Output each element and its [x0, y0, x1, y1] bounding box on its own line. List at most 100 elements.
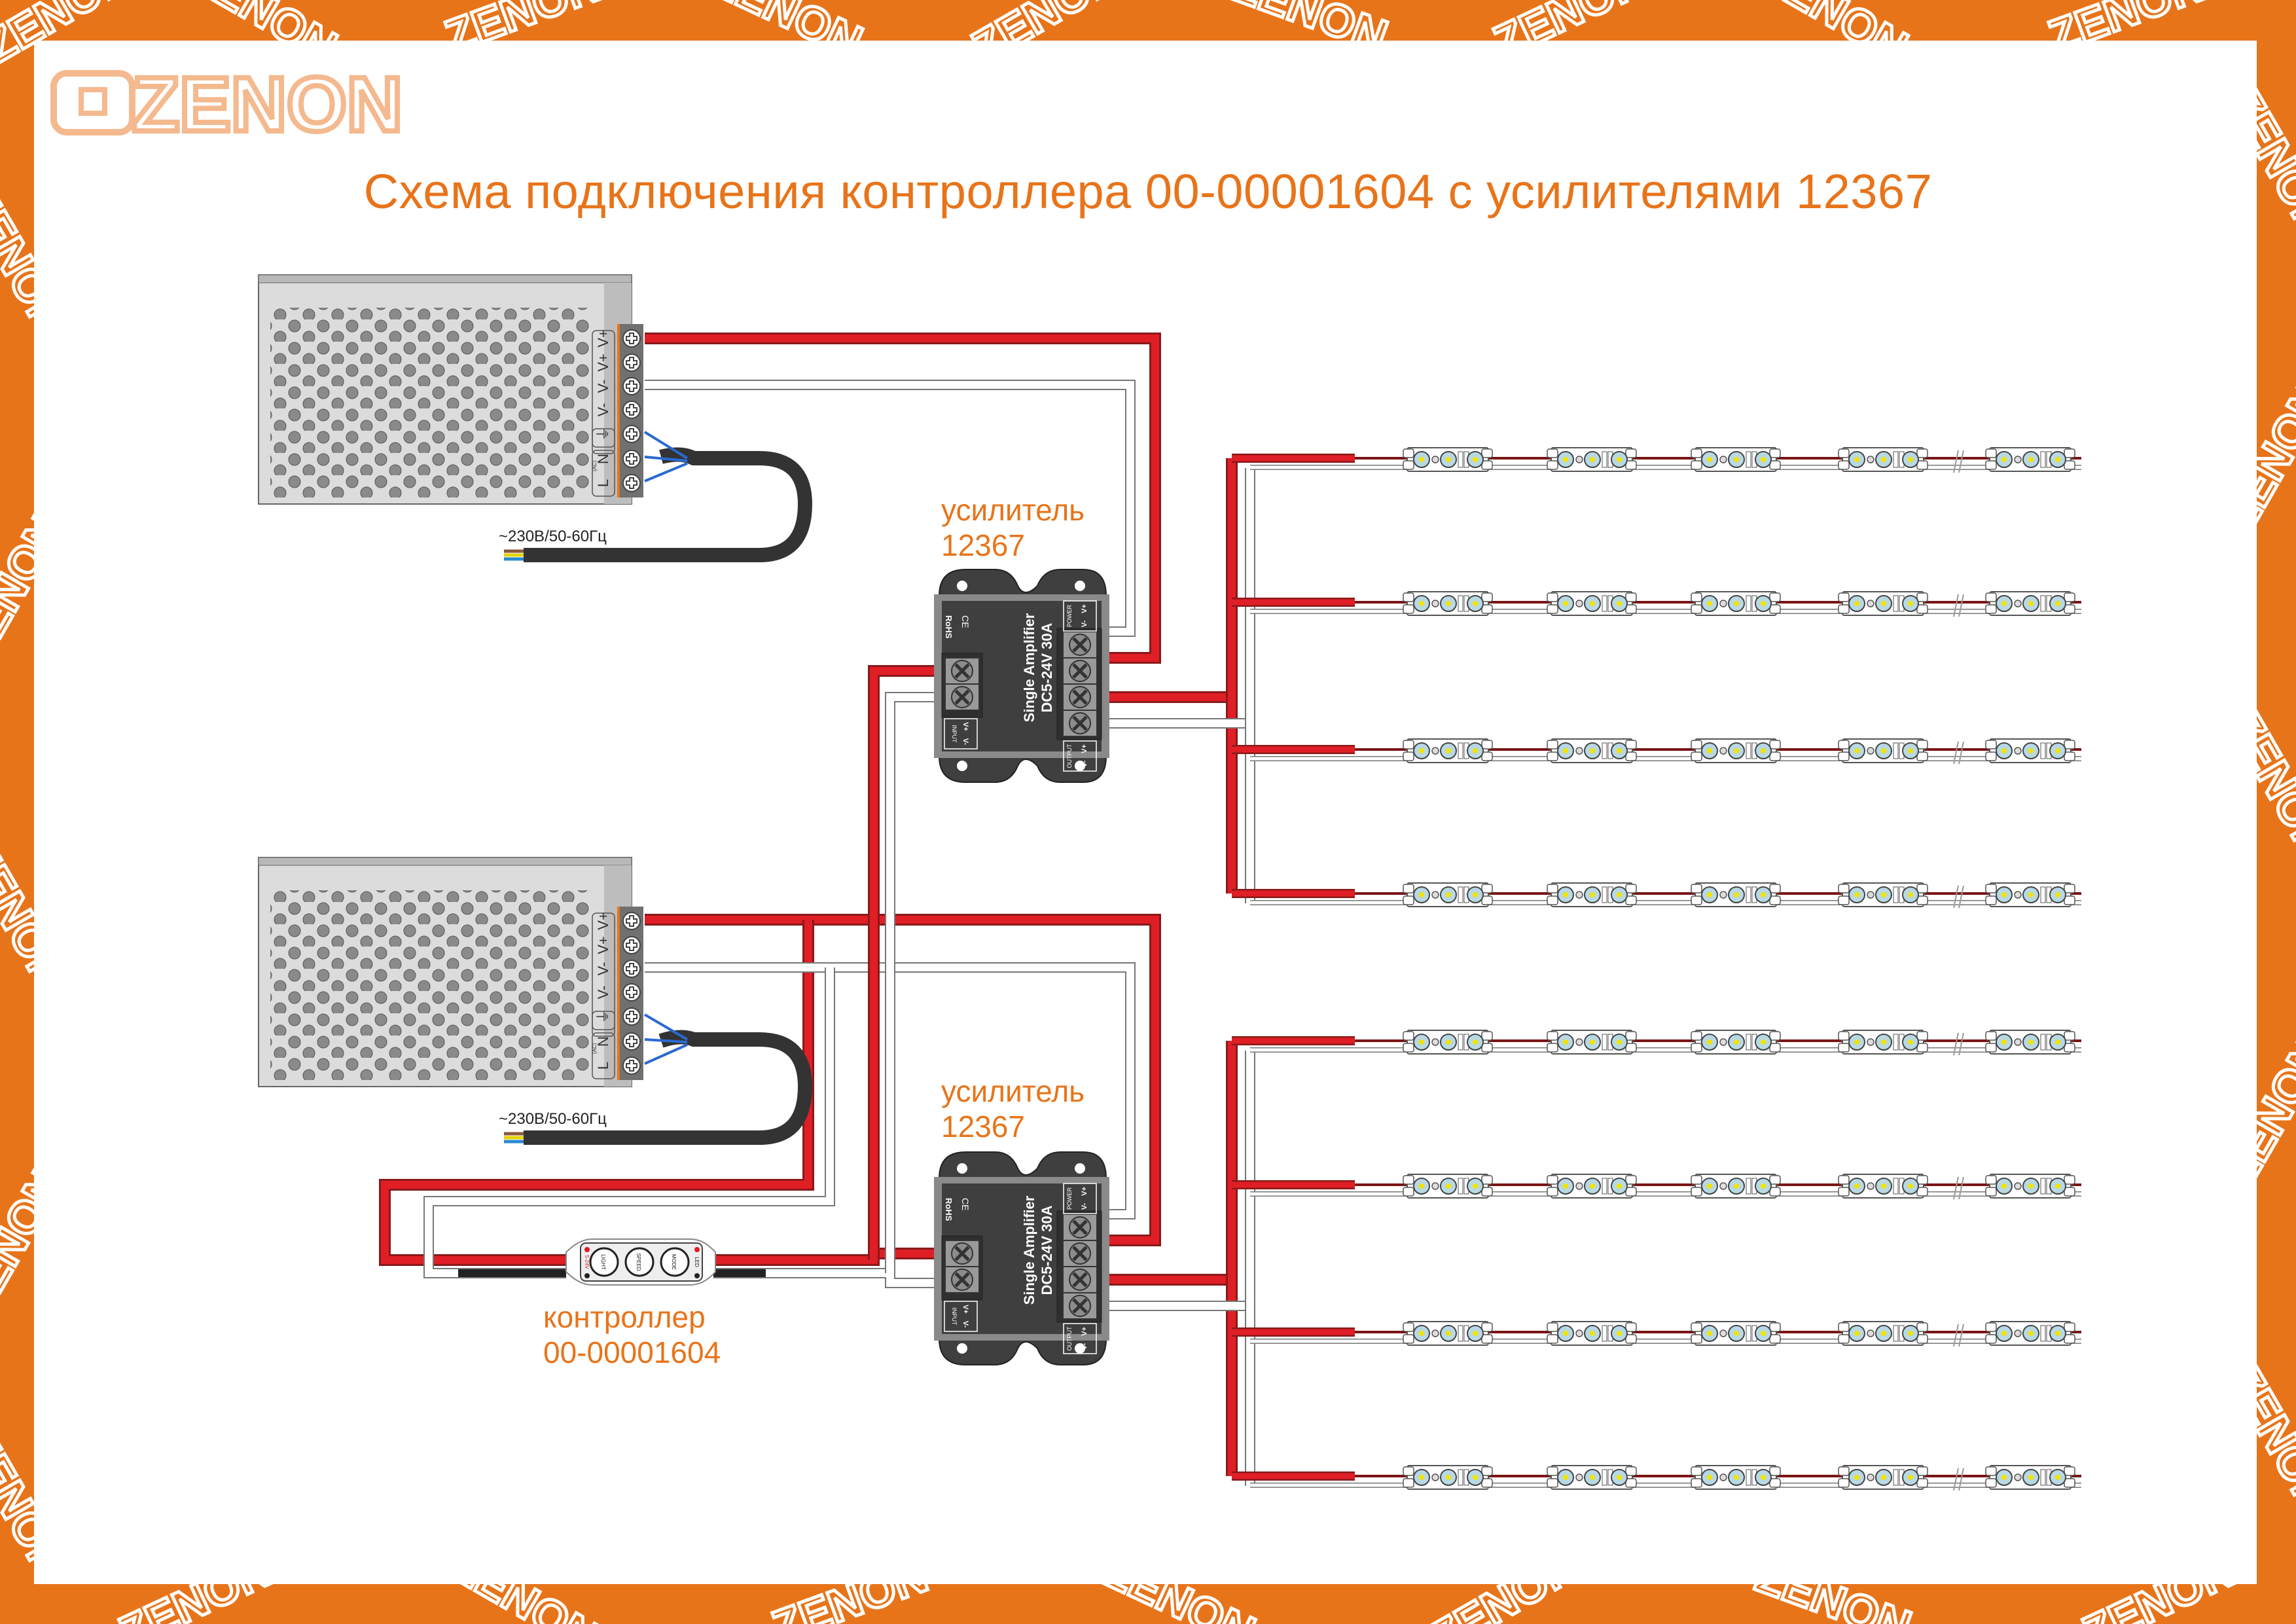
psu-terminal-label: L — [595, 1062, 611, 1070]
psu-terminal-label: V- — [595, 986, 611, 1000]
psu-terminal-label: V- — [595, 403, 611, 417]
ce-mark: CE — [960, 615, 971, 628]
psu-ac-tag: (AC) — [592, 460, 598, 471]
led-strip — [1232, 1321, 2081, 1347]
power-label-title: POWER — [1066, 1187, 1073, 1210]
amplifier-1-caption: усилитель 12367 — [941, 492, 1085, 563]
strip-break-icon — [1953, 885, 1964, 909]
psu-terminal-strip-edge — [617, 907, 620, 1080]
controller-output-label: LED — [694, 1257, 700, 1267]
mount-hole-icon — [957, 1343, 967, 1354]
led-strip — [1232, 591, 2081, 617]
psu-ground-label-box — [592, 428, 615, 448]
led-module-icon — [1691, 447, 1781, 472]
amplifier-model-line1: Single Amplifier — [1021, 1195, 1037, 1305]
led-module-icon — [1547, 1174, 1637, 1199]
led-module-icon — [1838, 1030, 1928, 1055]
led-module-icon — [1691, 591, 1781, 616]
controller-light-label: LIGHT — [600, 1254, 606, 1270]
psu-terminal-label: ⏚ — [595, 1009, 611, 1024]
led-module-icon — [1691, 1030, 1781, 1055]
led-module-icon — [1547, 591, 1637, 616]
output-label-box — [1063, 740, 1097, 772]
input-label-title: INPUT — [951, 1308, 958, 1326]
led-strip — [1232, 1174, 2081, 1200]
psu-terminal-strip-edge — [617, 324, 620, 497]
amplifier-1-caption-code: 12367 — [941, 528, 1025, 562]
strip-break-icon — [1953, 1324, 1964, 1347]
psu-dc-label-box — [592, 330, 615, 454]
psu-top-edge — [258, 857, 632, 866]
led-module-icon — [1838, 882, 1928, 907]
led-module-icon — [1547, 1321, 1637, 1346]
mount-hole-icon — [957, 1163, 967, 1174]
led-module-icon — [1985, 1321, 2075, 1346]
output-screw-icon — [1063, 1240, 1097, 1267]
led-module-icon — [1838, 1321, 1928, 1346]
input-screw-icon — [945, 1267, 979, 1293]
power-label-pin: V+ — [1081, 604, 1088, 613]
output-screw-icon — [1063, 658, 1097, 684]
strip-break-icon — [1953, 1032, 1964, 1056]
led-module-icon — [1403, 1465, 1493, 1490]
mount-hole-icon — [957, 581, 967, 591]
led-module-icon — [1403, 738, 1493, 763]
power-supply-1: V+V+V-V-⏚NL(AC) — [258, 274, 643, 505]
rohs-mark: RoHS — [944, 1198, 954, 1221]
psu-terminal-screw-icon — [622, 912, 641, 930]
controller: LIGHT SPEED MODE 5-24V LED — [565, 1238, 716, 1286]
psu-terminal-screw-icon — [622, 401, 641, 419]
mains-label-1: ~230В/50-60Гц — [499, 528, 607, 545]
power-label-box — [1063, 1183, 1097, 1214]
psu-top-edge — [258, 274, 632, 283]
strip-break-icon — [1953, 1176, 1964, 1200]
input-screw-icon — [945, 684, 979, 710]
led-module-icon — [1691, 1174, 1781, 1199]
led-module-icon — [1838, 1174, 1928, 1199]
amplifier-2-caption-name: усилитель — [941, 1074, 1085, 1108]
output-screw-icon — [1063, 684, 1097, 710]
led-module-icon — [1985, 738, 2075, 763]
power-label-title: POWER — [1066, 605, 1073, 628]
psu-terminal-label: ⏚ — [595, 427, 611, 441]
psu-vent-holes — [270, 308, 590, 497]
power-label-pin: V- — [1081, 620, 1088, 627]
controller-input-label: 5-24V — [584, 1255, 590, 1269]
led-module-icon — [1985, 1174, 2075, 1199]
psu-ac-label-box — [592, 1032, 615, 1079]
controller-light-button — [589, 1247, 619, 1277]
psu-terminal-label: V+ — [595, 912, 611, 930]
led-strip — [1232, 738, 2081, 765]
input-label-pin: V+ — [961, 1305, 969, 1314]
input-label-pin: V- — [961, 738, 969, 746]
psu-terminal-screw-icon — [622, 936, 641, 954]
controller-mode-button — [660, 1247, 690, 1277]
output-label-pin: V- — [1081, 1343, 1088, 1350]
psu-ac-label-box — [592, 450, 615, 497]
wires — [379, 333, 1255, 1486]
psu-terminal-label: V+ — [595, 329, 611, 348]
amplifier-2-caption-code: 12367 — [941, 1110, 1025, 1144]
controller-caption: контроллер 00-00001604 — [543, 1299, 721, 1370]
amplifier-2-caption: усилитель 12367 — [941, 1074, 1085, 1144]
led-module-icon — [1691, 1321, 1781, 1346]
psu-terminal-screw-icon — [622, 474, 641, 492]
strip-break-icon — [1953, 450, 1964, 473]
led-module-icon — [1547, 738, 1637, 763]
rohs-mark: RoHS — [944, 615, 954, 639]
mains-cable-2 — [504, 1013, 813, 1145]
power-supply-2: V+V+V-V-⏚NL(AC) — [258, 857, 643, 1087]
led-strip — [1232, 882, 2081, 909]
output-screw-icon — [1063, 1267, 1097, 1293]
amplifier-model-line1: Single Amplifier — [1021, 613, 1037, 722]
psu-terminal-screw-icon — [622, 1032, 641, 1051]
zenon-logo: ZENON — [50, 59, 405, 151]
controller-caption-code: 00-00001604 — [543, 1335, 721, 1369]
led-module-icon — [1691, 1465, 1781, 1490]
controller-caption-name: контроллер — [543, 1300, 706, 1334]
power-label-pin: V- — [1081, 1202, 1088, 1210]
controller-speed-label: SPEED — [636, 1253, 641, 1271]
led-module-icon — [1403, 1321, 1493, 1346]
led-strip — [1232, 1030, 2081, 1056]
